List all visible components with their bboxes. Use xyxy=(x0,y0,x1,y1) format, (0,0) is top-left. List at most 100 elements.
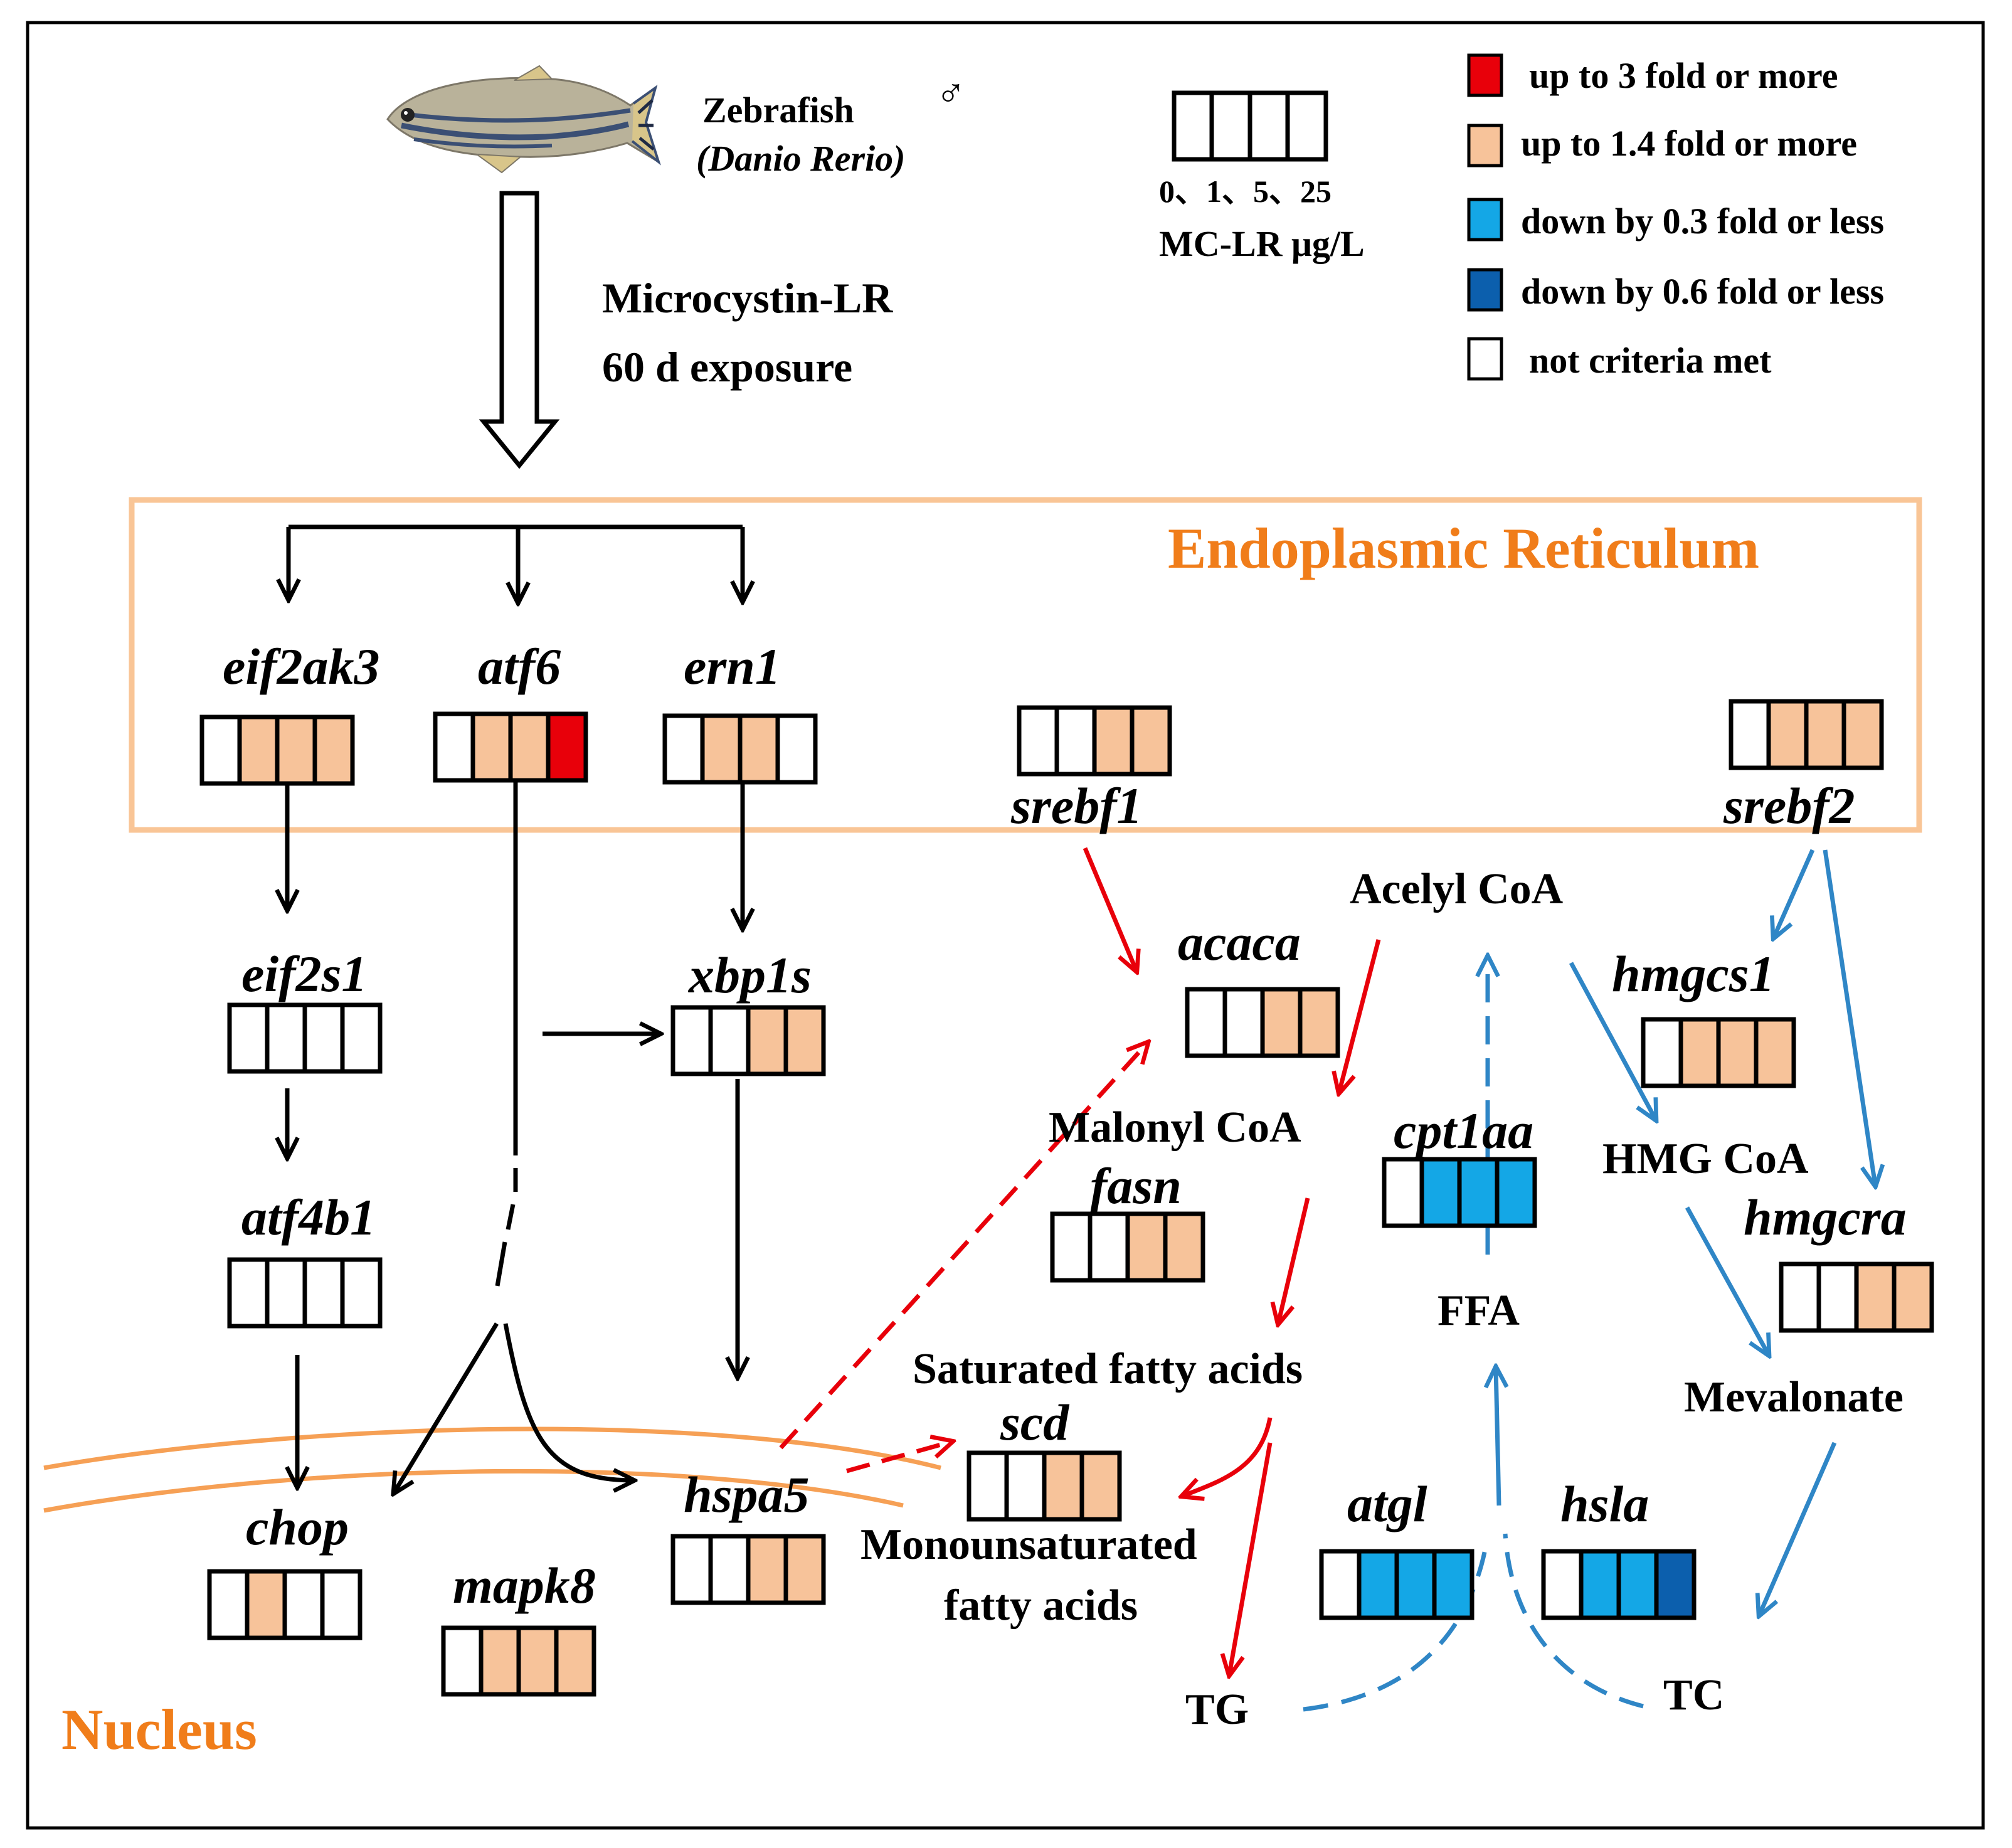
atf6-cell-2 xyxy=(508,711,551,783)
gene-label-hmgcs1: hmgcs1 xyxy=(1612,945,1775,1002)
lipogenesis-arrows xyxy=(779,847,1381,1675)
metabolite-mevalonate: Mevalonate xyxy=(1684,1373,1903,1421)
srebf1-cell-2 xyxy=(1092,705,1135,777)
metabolite-saturated-fa: Saturated fatty acids xyxy=(913,1345,1303,1393)
exposure-hollow-arrow xyxy=(479,191,560,469)
gene-box-hsla xyxy=(1541,1549,1697,1620)
cpt1aa-cell-1 xyxy=(1419,1157,1462,1228)
gene-label-atf4b1: atf4b1 xyxy=(241,1189,376,1246)
fasn-cell-0 xyxy=(1050,1211,1093,1283)
gene-box-ern1 xyxy=(662,713,818,785)
figure-frame xyxy=(26,21,1985,1830)
gene-box-eif2ak3 xyxy=(199,714,355,786)
metabolite-mufa-line2: fatty acids xyxy=(944,1581,1138,1630)
metabolite-tc: TC xyxy=(1663,1671,1724,1719)
hspa5-cell-3 xyxy=(783,1534,826,1605)
gene-label-eif2s1: eif2s1 xyxy=(241,945,367,1002)
legend-swatch-down03 xyxy=(1467,198,1503,242)
legend-label-down03: down by 0.3 fold or less xyxy=(1521,201,1884,242)
gene-box-scd xyxy=(966,1450,1122,1522)
hmgcs1-cell-0 xyxy=(1641,1017,1683,1088)
srebf2-cell-3 xyxy=(1841,699,1884,770)
hmgcs1-cell-1 xyxy=(1678,1017,1721,1088)
srebf1-cell-0 xyxy=(1017,705,1059,777)
srebf2-cell-2 xyxy=(1804,699,1846,770)
gene-box-fasn xyxy=(1050,1211,1205,1283)
eif2s1-cell-0 xyxy=(227,1002,270,1074)
hmgcra-cell-1 xyxy=(1816,1261,1859,1333)
metabolite-malonyl-coa: Malonyl CoA xyxy=(1049,1103,1301,1152)
gene-box-atf6 xyxy=(433,711,588,783)
gene-label-xbp1s: xbp1s xyxy=(688,947,812,1004)
er-compartment xyxy=(129,497,1922,833)
acaca-cell-1 xyxy=(1222,987,1265,1058)
metabolite-tg: TG xyxy=(1185,1686,1249,1734)
atf6-cell-3 xyxy=(546,711,588,783)
atf6-cell-0 xyxy=(433,711,475,783)
atgl-cell-1 xyxy=(1357,1549,1399,1620)
gene-label-chop: chop xyxy=(246,1499,349,1556)
atf4b1-cell-2 xyxy=(302,1257,345,1329)
legend-label-up3: up to 3 fold or more xyxy=(1529,55,1838,96)
gene-box-eif2s1 xyxy=(227,1002,383,1074)
nucleus-label: Nucleus xyxy=(61,1697,257,1761)
acaca-cell-2 xyxy=(1260,987,1303,1058)
gene-box-chop xyxy=(207,1569,363,1640)
eif2ak3-cell-1 xyxy=(237,714,280,786)
legend-label-none: not criteria met xyxy=(1529,340,1772,381)
hspa5-cell-1 xyxy=(708,1534,751,1605)
gene-label-fasn: fasn xyxy=(1090,1157,1182,1214)
hmgcra-cell-2 xyxy=(1854,1261,1897,1333)
hmgcra-cell-3 xyxy=(1892,1261,1934,1333)
er-label: Endoplasmic Reticulum xyxy=(1168,516,1759,580)
gene-box-srebf2 xyxy=(1729,699,1884,770)
hsla-cell-0 xyxy=(1541,1549,1584,1620)
mapk8-cell-0 xyxy=(441,1625,484,1697)
legend-swatch-up14 xyxy=(1467,124,1503,167)
gene-label-eif2ak3: eif2ak3 xyxy=(223,638,379,695)
mapk8-cell-3 xyxy=(554,1625,596,1697)
eif2ak3-cell-2 xyxy=(275,714,317,786)
organism-latin: (Danio Rerio) xyxy=(696,138,906,179)
gene-box-cpt1aa xyxy=(1382,1157,1537,1228)
acaca-cell-0 xyxy=(1185,987,1227,1058)
mapk8-cell-1 xyxy=(479,1625,521,1697)
eif2ak3-cell-3 xyxy=(312,714,355,786)
xbp1s-cell-1 xyxy=(708,1005,751,1076)
scd-cell-0 xyxy=(966,1450,1009,1522)
dose-levels-label: 0、1、5、25 xyxy=(1159,174,1332,209)
ern1-cell-1 xyxy=(700,713,743,785)
organism-name: Zebrafish xyxy=(702,90,854,130)
gene-label-atf6: atf6 xyxy=(478,638,561,695)
acaca-cell-3 xyxy=(1298,987,1340,1058)
cpt1aa-cell-2 xyxy=(1457,1157,1500,1228)
ern1-cell-3 xyxy=(775,713,818,785)
hsla-cell-3 xyxy=(1654,1549,1697,1620)
cpt1aa-cell-3 xyxy=(1495,1157,1537,1228)
legend-label-up14: up to 1.4 fold or more xyxy=(1521,123,1857,164)
scd-cell-2 xyxy=(1042,1450,1084,1522)
legend: up to 3 fold or more up to 1.4 fold or m… xyxy=(1467,53,1884,381)
hmgcra-cell-0 xyxy=(1779,1261,1821,1333)
srebf1-cell-3 xyxy=(1130,705,1172,777)
gene-label-cpt1aa: cpt1aa xyxy=(1394,1102,1533,1159)
treatment-compound: Microcystin-LR xyxy=(602,274,893,322)
gene-box-srebf1 xyxy=(1017,705,1172,777)
dose-key-box xyxy=(1172,90,1328,162)
legend-swatch-none xyxy=(1467,337,1503,381)
gene-label-ern1: ern1 xyxy=(684,638,781,695)
male-symbol-icon: ♂ xyxy=(936,71,966,115)
atgl-cell-0 xyxy=(1319,1549,1362,1620)
gene-label-srebf1: srebf1 xyxy=(1010,777,1143,834)
chop-cell-1 xyxy=(245,1569,287,1640)
atf4b1-cell-1 xyxy=(265,1257,307,1329)
gene-box-acaca xyxy=(1185,987,1340,1058)
gene-box-hspa5 xyxy=(670,1534,826,1605)
eif2s1-cell-2 xyxy=(302,1002,345,1074)
ern1-cell-2 xyxy=(738,713,780,785)
gene-box-xbp1s xyxy=(670,1005,826,1076)
xbp1s-cell-3 xyxy=(783,1005,826,1076)
metabolite-acetyl-coa: Acelyl CoA xyxy=(1350,865,1564,913)
hsla-cell-2 xyxy=(1616,1549,1659,1620)
xbp1s-cell-2 xyxy=(746,1005,788,1076)
